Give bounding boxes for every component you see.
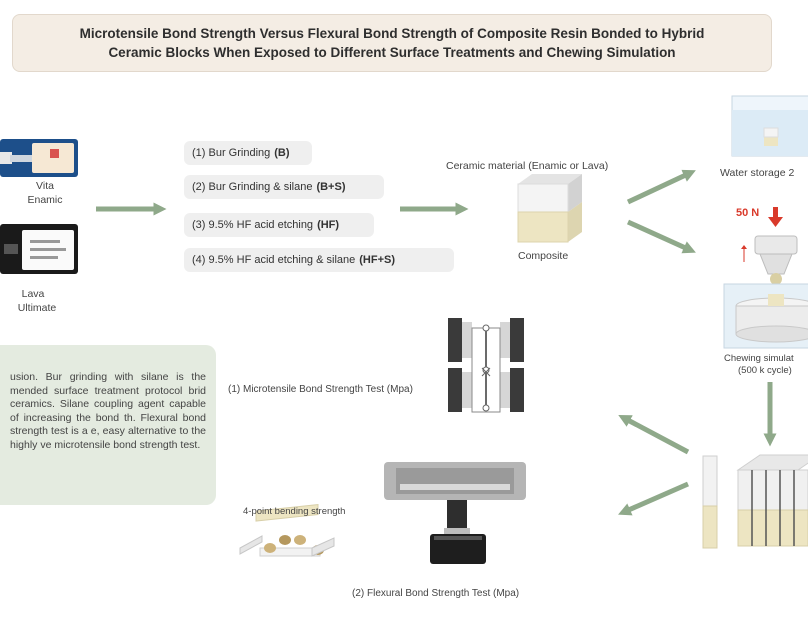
treatment-item-1: (1) Bur Grinding(B): [184, 141, 312, 165]
vita-enamic-block-image: [0, 139, 78, 177]
chewing-simulator-image: [723, 235, 808, 349]
lava-ultimate-block-image: [0, 224, 78, 274]
water-storage-container: [731, 95, 808, 157]
four-point-bending-sketch: [239, 504, 335, 557]
treatment-3-text: (3) 9.5% HF acid etching: [192, 219, 314, 231]
sectioned-beams-block: [736, 454, 808, 547]
lava-label-line1: Lava: [21, 288, 45, 300]
vita-label-line2: Enamic: [27, 194, 63, 206]
treatment-4-text: (4) 9.5% HF acid etching & silane: [192, 254, 356, 266]
composite-label: Composite: [518, 250, 569, 262]
arrow-to-microtensile: [618, 414, 690, 455]
arrow-specimen-to-chewing: [626, 219, 696, 254]
microtensile-jig-image: [448, 318, 524, 413]
load-label: 50 N: [736, 207, 760, 219]
chewing-simulator-label-line1: Chewing simulat: [724, 353, 794, 364]
treatment-3-code: (HF): [317, 219, 340, 231]
treatment-1-code: (B): [274, 147, 290, 159]
flexural-test-label: (2) Flexural Bond Strength Test (Mpa): [352, 588, 520, 599]
treatment-2-code: (B+S): [316, 181, 346, 193]
flexural-test-machine-image: [384, 462, 526, 564]
beam-specimen: [702, 455, 718, 549]
motion-indicator-icon: [741, 245, 747, 262]
treatment-item-4: (4) 9.5% HF acid etching & silane(HF+S): [184, 248, 454, 272]
microtensile-test-label: (1) Microtensile Bond Strength Test (Mpa…: [228, 384, 413, 395]
treatment-item-2: (2) Bur Grinding & silane(B+S): [184, 175, 384, 199]
treatment-2-text: (2) Bur Grinding & silane: [192, 181, 313, 193]
lava-label-line2: Ultimate: [17, 302, 57, 314]
arrow-specimen-to-water: [626, 169, 696, 205]
treatment-1-text: (1) Bur Grinding: [192, 147, 271, 159]
arrow-to-flexural: [618, 481, 690, 516]
title-box: Microtensile Bond Strength Versus Flexur…: [12, 14, 772, 72]
conclusion-box: usion. Bur grinding with silane is the m…: [0, 345, 216, 505]
treatment-4-code: (HF+S): [359, 254, 395, 266]
chewing-simulator-label-line2: (500 k cycle): [738, 365, 792, 376]
title-line-2: Ceramic Blocks When Exposed to Different…: [108, 45, 676, 60]
ceramic-material-label: Ceramic material (Enamic or Lava): [446, 160, 609, 172]
title-line-1: Microtensile Bond Strength Versus Flexur…: [79, 26, 705, 41]
water-storage-label: Water storage 2: [720, 167, 795, 179]
vita-label-line1: Vita: [36, 180, 54, 192]
treatment-item-3: (3) 9.5% HF acid etching(HF): [184, 213, 374, 237]
ceramic-composite-specimen: [517, 174, 582, 243]
four-point-bending-label: 4-point bending strength: [243, 506, 346, 517]
load-arrow-icon: [768, 207, 783, 227]
conclusion-text: usion. Bur grinding with silane is the m…: [10, 371, 206, 451]
